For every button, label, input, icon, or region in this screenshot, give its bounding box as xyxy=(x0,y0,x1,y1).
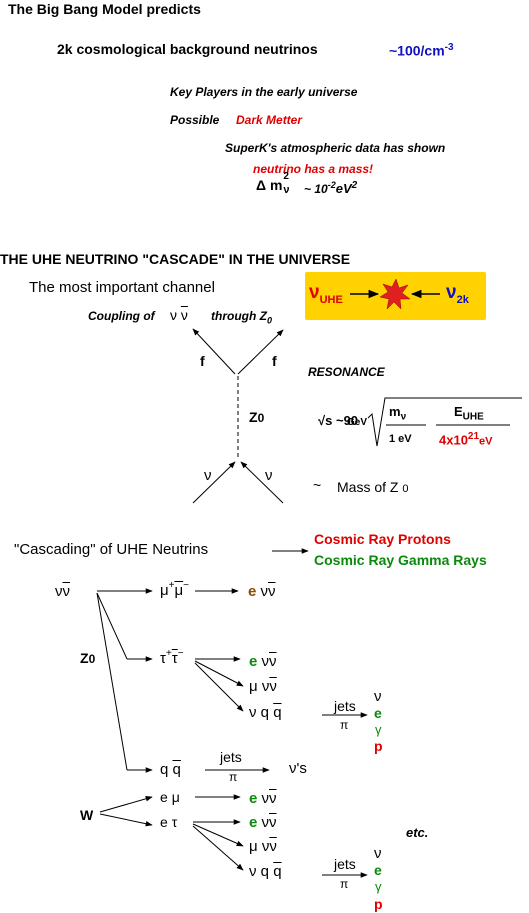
tau-decay-e: e νν xyxy=(249,653,277,670)
jets-label: jets xyxy=(334,698,356,714)
neutrino-mass-claim: neutrino has a mass! xyxy=(253,162,374,176)
pion-label-w: π xyxy=(340,877,349,891)
tau-pair: τ+τ− xyxy=(160,648,184,667)
neutrinos-output: ν's xyxy=(289,760,307,777)
one-ev: 1 eV xyxy=(389,433,412,445)
cosmological-neutrinos: 2k cosmological background neutrinos xyxy=(57,41,318,57)
product-e: e xyxy=(374,705,382,721)
z0-label: Z0 xyxy=(80,650,96,666)
fermion-left: f xyxy=(200,353,205,369)
w-decay-e-2: e νν xyxy=(249,814,277,831)
w-decay-mu: μ νν xyxy=(249,838,277,855)
collision-star-icon xyxy=(379,278,411,310)
gev-unit: GeV xyxy=(347,417,368,428)
neutrino-density: ~100/cm-3 xyxy=(389,42,454,59)
e-mu-pair: e μ xyxy=(160,789,180,805)
cosmic-ray-gamma-rays: Cosmic Ray Gamma Rays xyxy=(314,552,487,568)
w-decay-hadronic: ν q q xyxy=(249,863,282,880)
w-label: W xyxy=(80,807,94,823)
w-decay-e-1: e νν xyxy=(249,790,277,807)
z0-boson: Z0 xyxy=(249,409,265,425)
possible-label: Possible xyxy=(170,113,220,127)
mass-splitting-value: ~ 10-2eV2 xyxy=(304,180,358,196)
cascade-title: THE UHE NEUTRINO "CASCADE" IN THE UNIVER… xyxy=(0,251,351,267)
product-nu: ν xyxy=(374,688,382,705)
through-z0: through Z0 xyxy=(211,309,272,326)
nu-uhe: νUHE xyxy=(309,282,343,306)
m-nu: mν xyxy=(389,404,407,423)
jets-label-w: jets xyxy=(334,856,356,872)
product-e-w: e xyxy=(374,862,382,878)
dark-matter: Dark Metter xyxy=(236,113,303,127)
product-nu-w: ν xyxy=(374,845,382,862)
energy-denominator: 4x1021eV xyxy=(439,431,493,448)
nu-2k: ν2k xyxy=(446,282,469,306)
pion-label-qq: π xyxy=(229,770,238,784)
superk-statement: SuperK's atmospheric data has shown xyxy=(225,141,446,155)
sqrt-s: √s ~90 xyxy=(318,413,359,428)
key-players: Key Players in the early universe xyxy=(170,85,358,99)
resonance-label: RESONANCE xyxy=(308,365,385,379)
mass-of-z0: Mass of Z 0 xyxy=(337,479,409,495)
cosmic-ray-protons: Cosmic Ray Protons xyxy=(314,531,451,547)
jets-label-qq: jets xyxy=(220,749,242,765)
intro-title: The Big Bang Model predicts xyxy=(8,1,201,17)
e-tau-pair: e τ xyxy=(160,814,178,830)
pion-label: π xyxy=(340,718,349,732)
product-p: p xyxy=(374,738,383,754)
product-p-w: p xyxy=(374,896,383,912)
coupling-label: Coupling of xyxy=(88,309,155,323)
neutrino-left: ν xyxy=(204,467,212,484)
fermion-right: f xyxy=(272,353,277,369)
approx-sign: ~ xyxy=(313,477,322,493)
tau-decay-hadronic: ν q q xyxy=(249,704,282,721)
quark-pair: q q xyxy=(160,761,181,778)
muon-pair: μ+μ− xyxy=(160,580,189,599)
muon-decay-products: e νν xyxy=(248,583,276,600)
antineutrino-right: ν xyxy=(265,467,273,484)
etc-label: etc. xyxy=(406,825,429,840)
cascading-title: "Cascading" of UHE Neutrins xyxy=(14,541,209,558)
coupling-nu-pair: ν ν xyxy=(170,307,188,323)
nu-nubar-source: νν xyxy=(55,583,70,600)
most-important-channel: The most important channel xyxy=(29,279,215,296)
tau-decay-mu: μ νν xyxy=(249,678,277,695)
product-gamma-w: γ xyxy=(375,879,382,894)
product-gamma: γ xyxy=(375,722,382,737)
e-uhe: EUHE xyxy=(454,404,484,423)
